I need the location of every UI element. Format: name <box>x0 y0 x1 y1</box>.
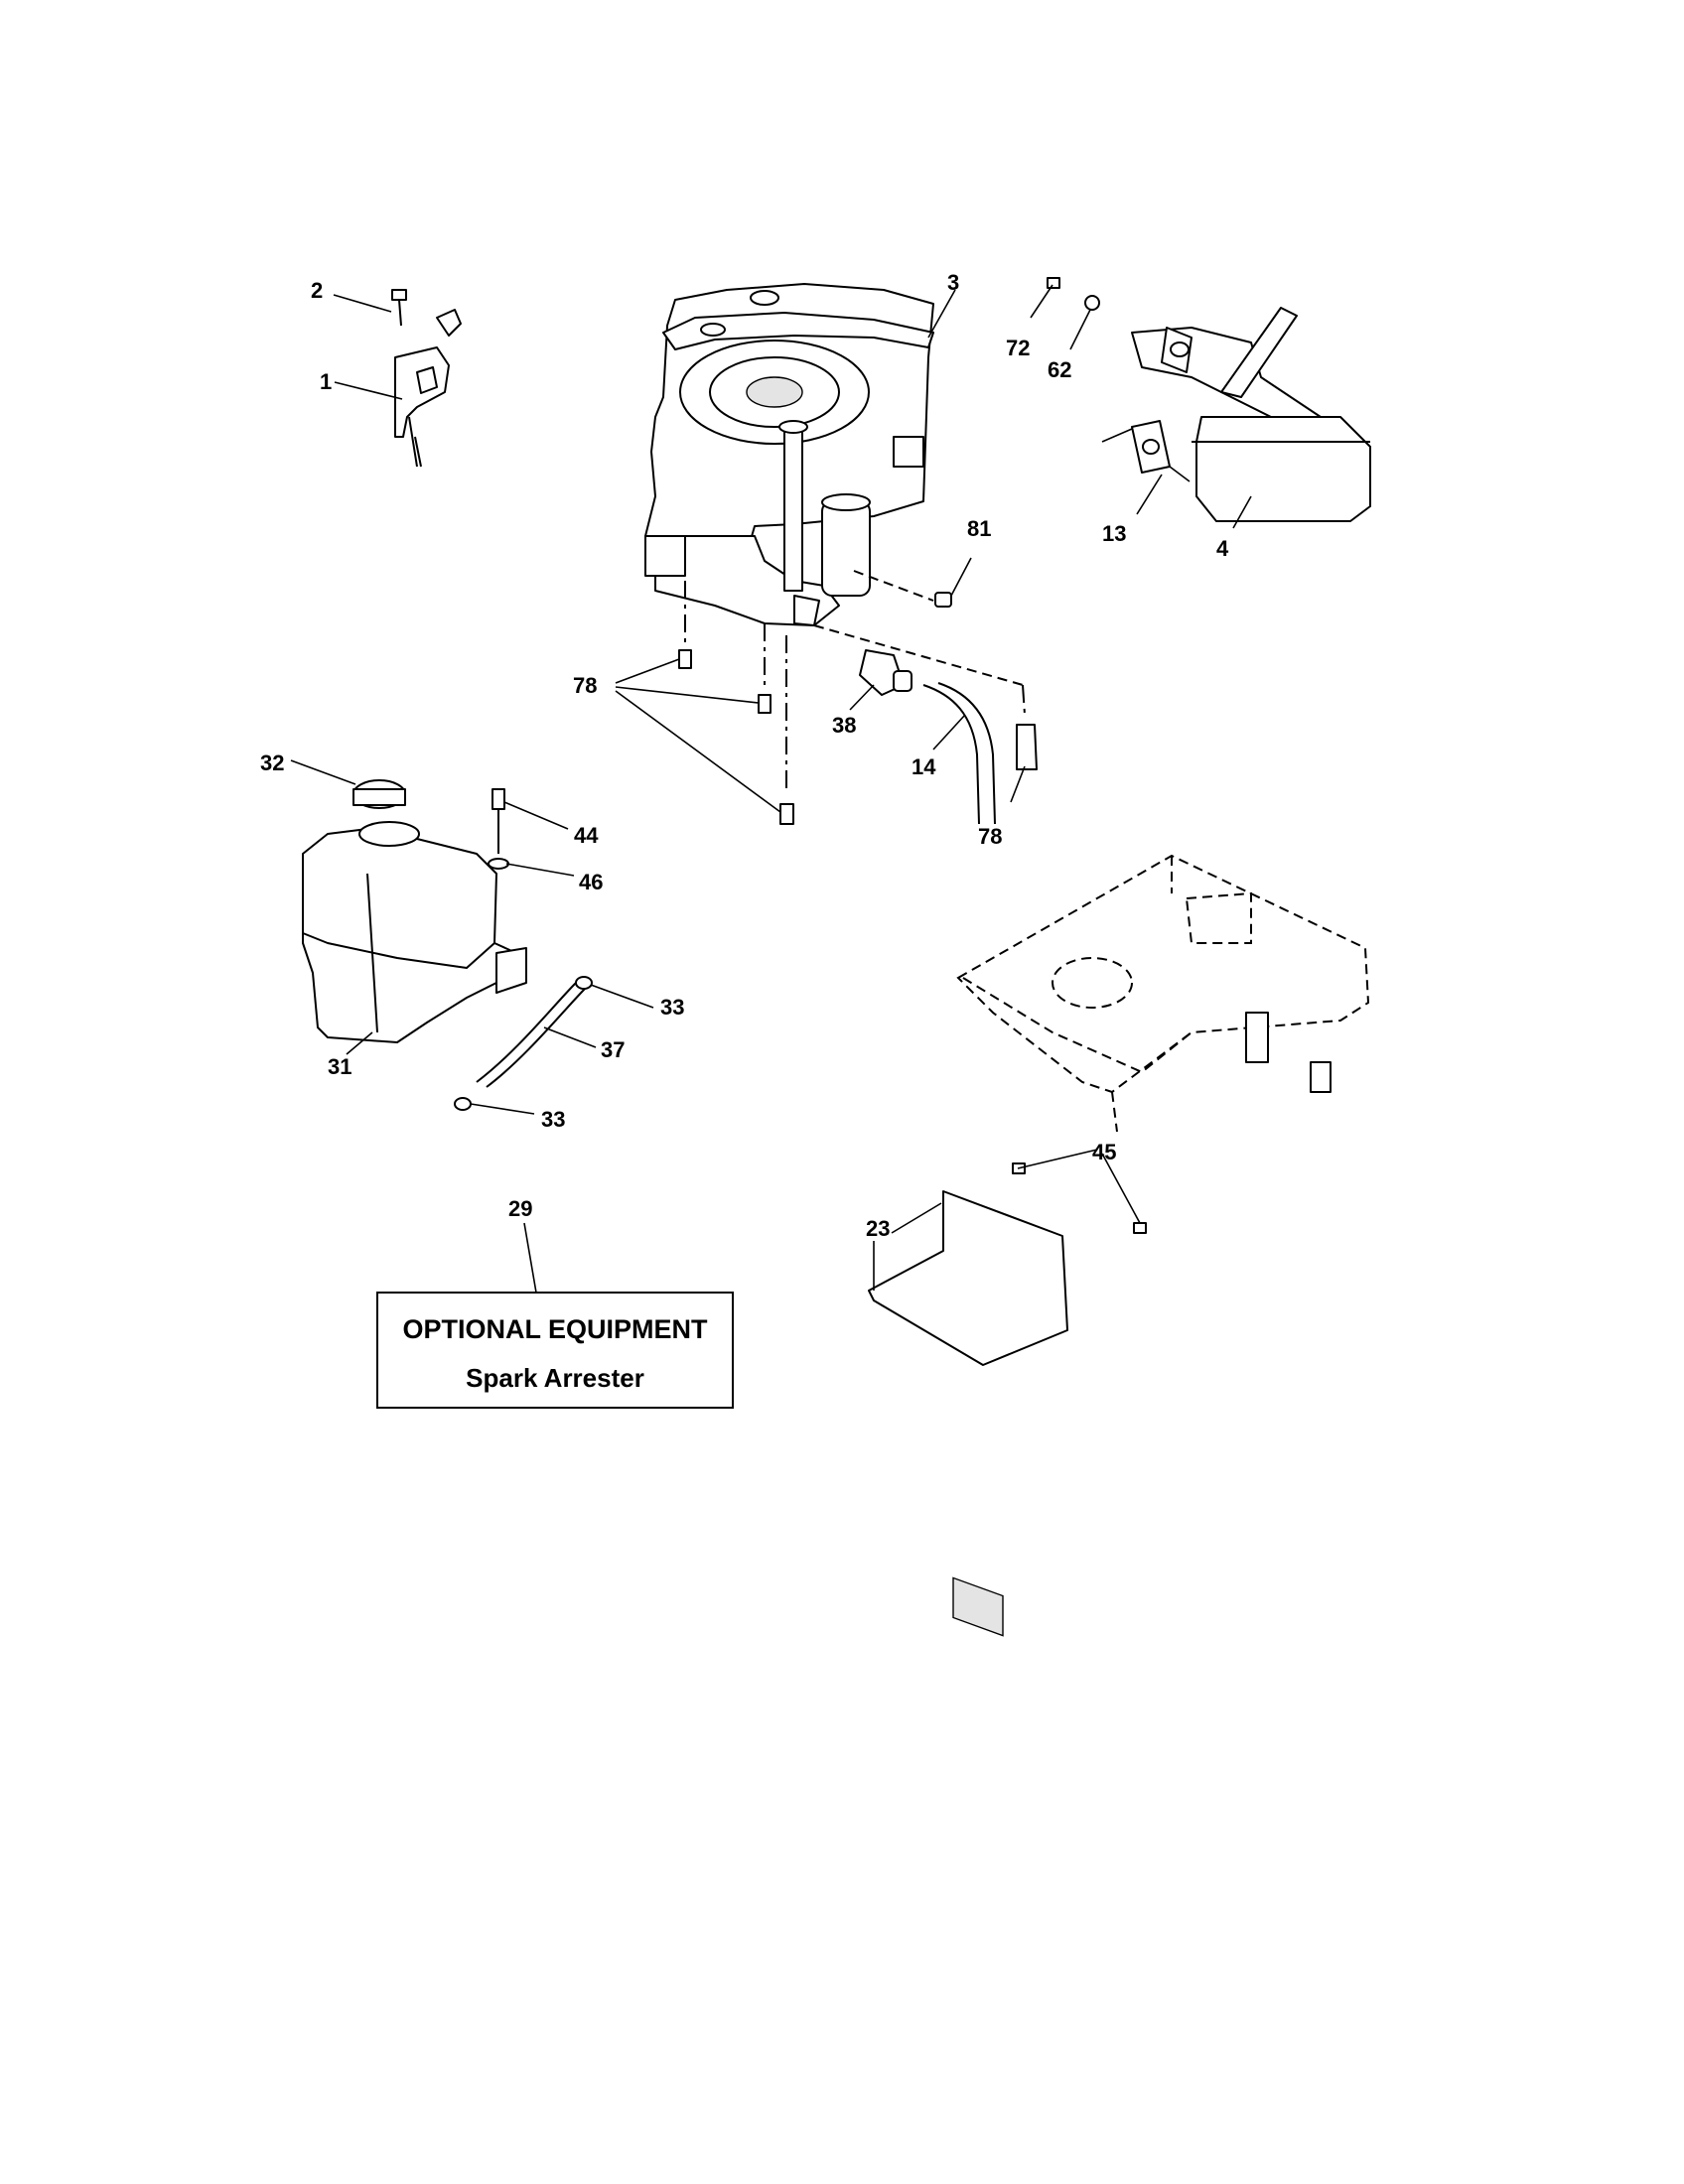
callout-81: 81 <box>967 516 991 541</box>
callout-3: 3 <box>947 270 959 295</box>
callout-38: 38 <box>832 713 856 738</box>
callout-78-upper: 78 <box>573 673 597 698</box>
callout-31: 31 <box>328 1054 351 1079</box>
callout-44: 44 <box>574 823 599 848</box>
spark-arrester-label: Spark Arrester <box>466 1363 644 1393</box>
callout-2: 2 <box>311 278 323 303</box>
callout-1: 1 <box>320 369 332 394</box>
callout-33-lower: 33 <box>541 1107 565 1132</box>
callout-32: 32 <box>260 751 284 775</box>
callout-46: 46 <box>579 870 603 894</box>
leader-lines <box>290 284 1252 1294</box>
optional-equipment-box: OPTIONAL EQUIPMENT Spark Arrester <box>376 1292 734 1409</box>
callout-72: 72 <box>1006 336 1030 360</box>
heat-shield-part <box>868 1162 1147 1637</box>
engine-mount-bolts <box>678 570 1038 825</box>
muffler-part <box>1047 277 1371 522</box>
callout-23: 23 <box>866 1216 890 1241</box>
callout-29: 29 <box>508 1196 532 1221</box>
engine-part <box>644 283 934 626</box>
callout-4: 4 <box>1216 536 1229 561</box>
callout-14: 14 <box>912 754 936 779</box>
callout-62: 62 <box>1048 357 1071 382</box>
fuel-filter-part <box>859 649 996 825</box>
callout-45: 45 <box>1092 1140 1116 1164</box>
tractor-frame-reference <box>956 854 1370 1133</box>
callout-13: 13 <box>1102 521 1126 546</box>
throttle-control-part <box>391 289 462 468</box>
callout-33-upper: 33 <box>660 995 684 1020</box>
callout-labels: 1 2 3 72 62 13 4 81 78 38 14 78 32 44 46… <box>260 270 1229 1241</box>
optional-equipment-title: OPTIONAL EQUIPMENT <box>402 1314 708 1344</box>
fuel-tank-part <box>302 779 593 1111</box>
callout-37: 37 <box>601 1037 625 1062</box>
callout-78-lower: 78 <box>978 824 1002 849</box>
